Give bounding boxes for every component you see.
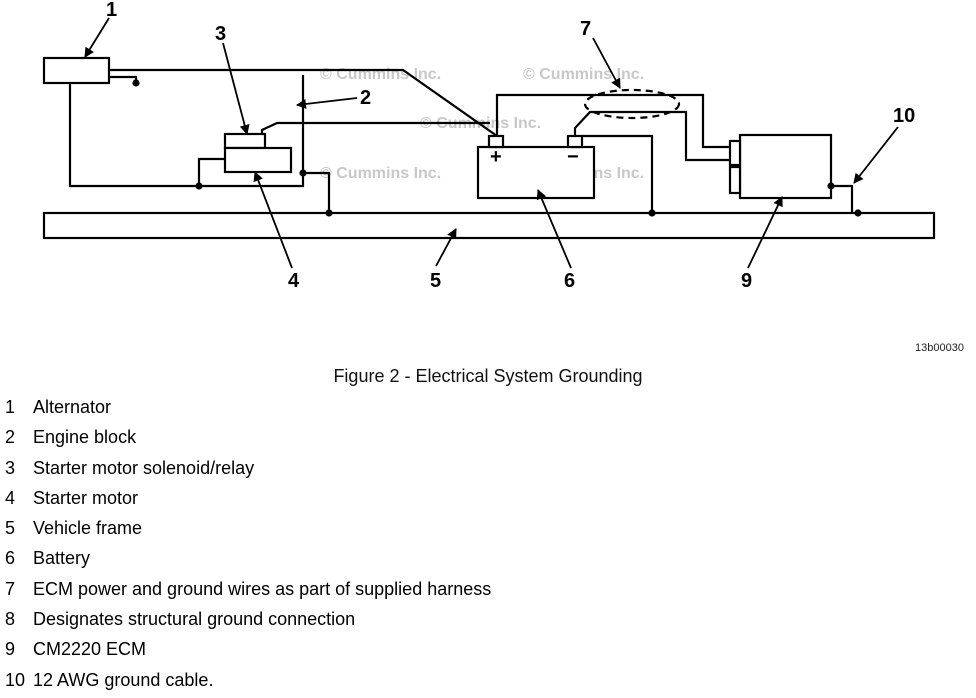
callout-2: 2 — [360, 87, 371, 109]
callout-1: 1 — [106, 0, 117, 21]
negative-sign: − — [567, 146, 579, 168]
callout-4: 4 — [288, 270, 300, 292]
legend-number: 6 — [5, 548, 16, 569]
engine-block-outline — [68, 75, 305, 188]
ecm-ground-cable — [831, 184, 854, 213]
legend-number: 10 — [5, 669, 26, 690]
starter-solenoid — [223, 132, 267, 150]
grounding-diagram: © Cummins Inc. © Cummins Inc. © Cummins … — [42, 0, 936, 292]
figure-caption: Figure 2 - Electrical System Grounding — [333, 366, 643, 386]
callout-10: 10 — [893, 105, 915, 127]
ecm — [738, 133, 833, 200]
legend-number: 1 — [5, 397, 16, 417]
positive-sign: + — [490, 146, 502, 168]
starter-cable — [260, 121, 490, 134]
legend-number: 4 — [5, 487, 16, 508]
watermark-text: © Cummins Inc. — [523, 66, 644, 83]
legend-label: Engine block — [33, 427, 137, 448]
connection-dots — [132, 79, 862, 217]
leader-arrows — [84, 17, 899, 269]
callout-5: 5 — [430, 270, 441, 292]
legend-label: Designates structural ground connection — [33, 609, 356, 630]
legend-number: 3 — [5, 457, 16, 478]
legend-label: Alternator — [33, 397, 112, 417]
battery-ground-cable — [582, 134, 654, 213]
legend-number: 5 — [5, 518, 16, 539]
engine-ground-cable — [303, 171, 331, 213]
legend-label: Starter motor — [33, 487, 139, 508]
watermark-text: © Cummins Inc. — [320, 66, 441, 83]
legend-label: Battery — [33, 548, 91, 569]
vehicle-frame — [42, 211, 936, 240]
ecm-power-wire — [495, 93, 730, 149]
alternator-cable — [108, 68, 498, 137]
legend-label: 12 AWG ground cable. — [33, 669, 214, 690]
callout-6: 6 — [564, 270, 575, 292]
callout-7: 7 — [580, 18, 591, 40]
starter-motor — [223, 146, 293, 174]
alternator-ground-strap — [108, 75, 138, 83]
watermark-text: © Cummins Inc. — [320, 165, 441, 182]
callout-3: 3 — [215, 23, 226, 45]
legend-label: Vehicle frame — [33, 518, 143, 539]
ecm-connector — [728, 165, 742, 195]
legend-number: 9 — [5, 639, 16, 660]
starter-ground — [197, 157, 225, 186]
legend-number: 8 — [5, 609, 16, 630]
ecm-connector — [728, 139, 742, 167]
legend-number: 7 — [5, 578, 16, 599]
figure-id: 13b00030 — [915, 342, 964, 354]
legend-label: Starter motor solenoid/relay — [33, 457, 255, 478]
callout-9: 9 — [741, 270, 752, 292]
legend-label: ECM power and ground wires as part of su… — [33, 578, 492, 599]
harness-ellipse — [583, 88, 681, 120]
battery — [476, 145, 596, 200]
alternator — [42, 56, 111, 85]
legend-number: 2 — [5, 427, 16, 448]
ecm-ground-wire — [573, 110, 730, 162]
legend-label: CM2220 ECM — [33, 639, 147, 660]
